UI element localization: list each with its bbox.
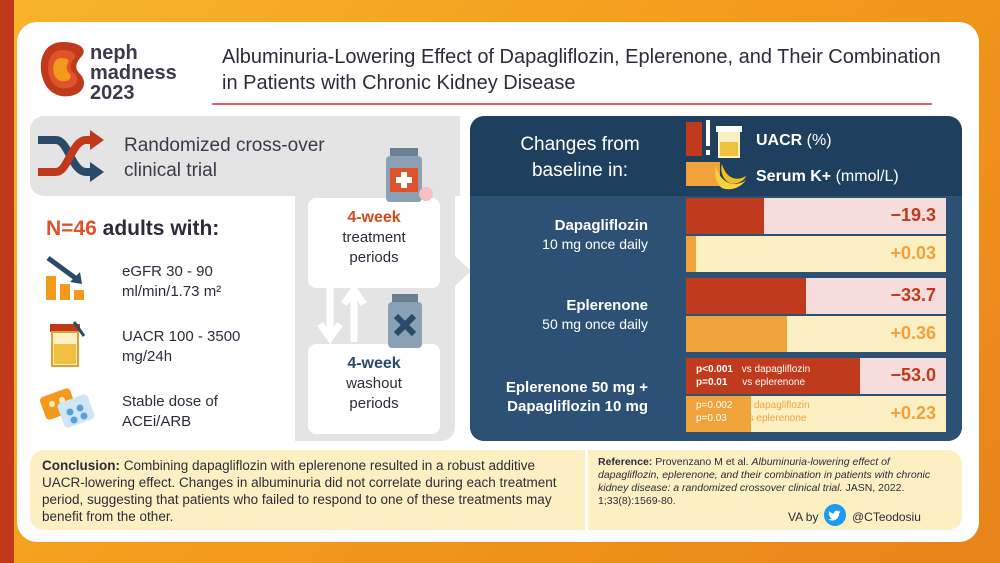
page-title: Albuminuria-Lowering Effect of Dapaglifl… — [222, 46, 941, 94]
k-bar-track-combination: +0.23 — [686, 396, 946, 432]
criterion-egfr-line2: ml/min/1.73 m² — [122, 283, 222, 300]
pvalue-uacr-1-text: vs dapagliflozin — [741, 364, 811, 375]
uacr-bar-track-combination: −53.0 — [686, 358, 946, 394]
empty-bottle-icon — [388, 294, 422, 348]
conclusion-label: Conclusion: — [42, 458, 120, 473]
twitter-handle[interactable]: @CTeodosiu — [852, 510, 921, 524]
pvalue-uacr-1-value: p<0.001 — [696, 364, 733, 375]
washout-period-box: 4-week washout periods — [308, 344, 440, 434]
treatment-duration: 4-week — [347, 209, 401, 226]
criterion-acei-line2: ACEi/ARB — [122, 413, 192, 430]
treatment-periods-label: periods — [349, 249, 399, 266]
conclusion-box: Conclusion: Combining dapagliflozin with… — [30, 450, 585, 530]
criterion-uacr-line2: mg/24h — [122, 348, 173, 365]
k-bar-combination — [686, 396, 751, 432]
group-dapagliflozin: Dapagliflozin 10 mg once daily — [490, 216, 648, 254]
kidney-logo-icon — [40, 42, 85, 97]
criterion-egfr-line1: eGFR 30 - 90 — [122, 263, 213, 280]
egfr-chart-icon — [46, 255, 84, 300]
logo-line1: neph — [90, 42, 138, 64]
uacr-value-combination: −53.0 — [890, 365, 936, 385]
uacr-bar-track-dapagliflozin: −19.3 — [686, 198, 946, 234]
study-design: Randomized cross-over clinical trial — [124, 135, 325, 181]
logo-line2: madness — [90, 62, 177, 84]
pvalue-k-2-value: p=0.03 — [696, 413, 727, 424]
legend-potassium: Serum K+ (mmol/L) — [756, 168, 899, 186]
group-eplerenone-name: Eplerenone — [566, 297, 648, 314]
medicine-bottle-icon — [386, 148, 433, 202]
pvalue-uacr-1: p<0.001 vs dapagliflozin — [696, 364, 810, 376]
pvalue-k-1-value: p=0.002 — [696, 400, 733, 411]
k-value-eplerenone: +0.36 — [890, 323, 936, 343]
pvalue-uacr-2: p=0.01 vs eplerenone — [696, 377, 805, 389]
criterion-acei: Stable dose of ACEi/ARB — [122, 392, 218, 432]
pill-blister-icon — [40, 388, 95, 428]
panel-pointer-icon — [455, 256, 471, 286]
group-dapagliflozin-name: Dapagliflozin — [554, 217, 648, 234]
criterion-uacr: UACR 100 - 3500 mg/24h — [122, 327, 240, 367]
k-value-combination: +0.23 — [890, 403, 936, 423]
uacr-bar-dapagliflozin — [686, 198, 764, 234]
changes-title: Changes from baseline in: — [520, 134, 640, 181]
criterion-acei-line1: Stable dose of — [122, 393, 218, 410]
washout-periods-label: periods — [349, 395, 399, 412]
legend-uacr-label: UACR — [756, 132, 803, 149]
sample-size: N=46 adults with: — [46, 217, 219, 241]
uacr-value-eplerenone: −33.7 — [890, 285, 936, 305]
reference-journal: JASN, 2022. 1;33(8):1569-80. — [598, 482, 905, 507]
k-value-dapagliflozin: +0.03 — [890, 243, 936, 263]
group-combination: Eplerenone 50 mg + Dapagliflozin 10 mg — [490, 378, 648, 416]
criterion-egfr: eGFR 30 - 90 ml/min/1.73 m² — [122, 262, 221, 302]
pvalue-k-2-text: vs eplerenone — [743, 413, 807, 424]
group-dapagliflozin-dose: 10 mg once daily — [542, 236, 648, 252]
group-eplerenone: Eplerenone 50 mg once daily — [490, 296, 648, 334]
logo-wordmark: neph madness 2023 — [90, 43, 177, 103]
legend-uacr: UACR (%) — [756, 132, 832, 150]
uacr-bar-eplerenone — [686, 278, 806, 314]
urine-cup-icon — [50, 321, 86, 367]
legend-k-unit: (mmol/L) — [835, 168, 899, 185]
washout-label: washout — [346, 375, 402, 392]
uacr-cup-icon — [686, 120, 742, 158]
washout-duration: 4-week — [347, 355, 401, 372]
treatment-period-box: 4-week treatment periods — [308, 198, 440, 288]
k-bar-track-dapagliflozin: +0.03 — [686, 236, 946, 272]
criterion-uacr-line1: UACR 100 - 3500 — [122, 328, 241, 345]
k-bar-track-eplerenone: +0.36 — [686, 316, 946, 352]
crossover-arrows-icon — [317, 284, 367, 344]
pvalue-k-1-text: vs dapagliflozin — [741, 400, 810, 411]
uacr-bar-track-eplerenone: −33.7 — [686, 278, 946, 314]
pvalue-uacr-2-text: vs eplerenone — [742, 377, 806, 388]
logo-year: 2023 — [90, 82, 135, 104]
uacr-bar-combination — [686, 358, 861, 394]
va-by-label: VA by — [788, 510, 819, 524]
left-accent-strip — [0, 0, 14, 563]
reference-title: Albuminuria-lowering effect of dapaglifl… — [598, 456, 931, 494]
n-suffix: adults with: — [102, 217, 220, 240]
legend-uacr-unit: (%) — [806, 132, 832, 149]
legend-k-label: Serum K+ — [756, 168, 832, 185]
conclusion-text: Combining dapagliflozin with eplerenone … — [42, 458, 557, 524]
treatment-label: treatment — [342, 229, 406, 246]
group-combination-dose: Dapagliflozin 10 mg — [507, 398, 648, 415]
pvalue-k-2: p=0.03 vs eplerenone — [696, 413, 806, 425]
uacr-value-dapagliflozin: −19.3 — [890, 205, 936, 225]
reference-box: Reference: Provenzano M et al. Albuminur… — [588, 450, 962, 530]
group-combination-name: Eplerenone 50 mg + — [505, 379, 648, 396]
twitter-icon[interactable] — [824, 504, 846, 526]
k-bar-eplerenone — [686, 316, 788, 352]
crossover-icon — [38, 130, 104, 182]
banana-icon — [686, 162, 746, 190]
n-count: N=46 — [46, 217, 97, 240]
reference-authors: Provenzano M et al. — [655, 456, 749, 468]
title-divider — [212, 103, 932, 105]
k-bar-dapagliflozin — [686, 236, 697, 272]
reference-label: Reference: — [598, 456, 653, 468]
group-eplerenone-dose: 50 mg once daily — [542, 316, 648, 332]
pvalue-k-1: p=0.002 vs dapagliflozin — [696, 400, 810, 412]
pvalue-uacr-2-value: p=0.01 — [696, 377, 728, 388]
